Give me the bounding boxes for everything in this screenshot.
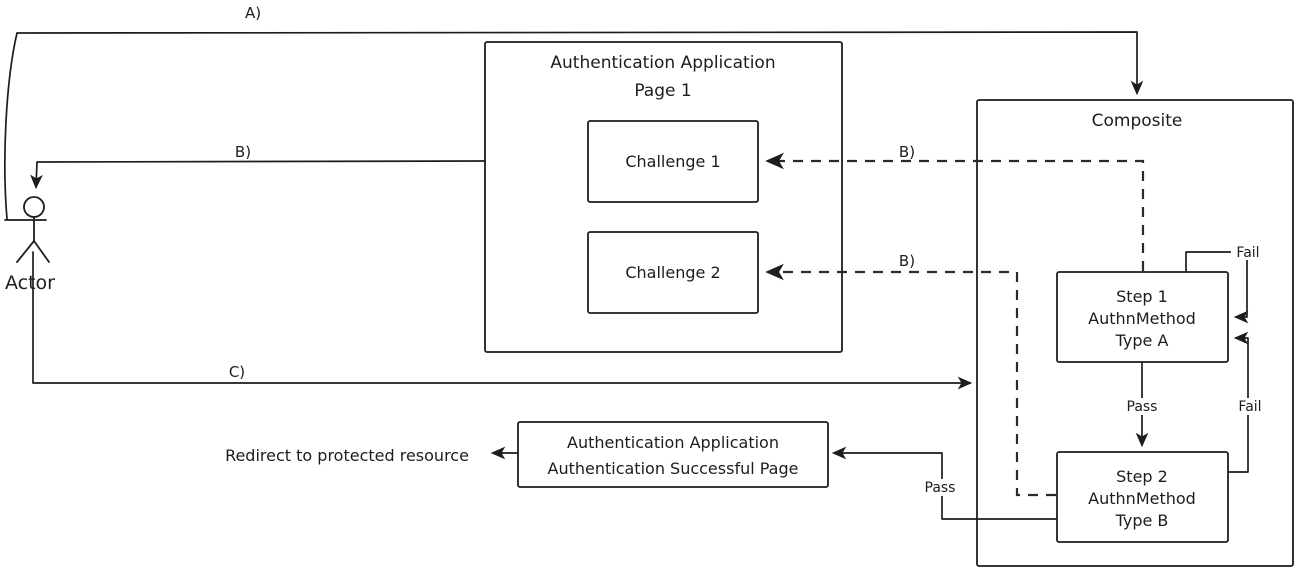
pass-steps-label: Pass [1127, 399, 1158, 415]
redirect-note: Redirect to protected resource [225, 446, 469, 465]
actor-head [23, 196, 45, 218]
step1-label-line3: Type A [1115, 331, 1169, 350]
step1-box [1056, 271, 1229, 363]
step2-label-line1: Step 2 [1116, 467, 1168, 486]
success-page-box [517, 421, 829, 488]
actor-leg-right [33, 240, 50, 263]
edge-a-label: A) [245, 4, 261, 22]
fail-right-label: Fail [1238, 399, 1261, 415]
edge-b-challenge1-label: B) [899, 143, 915, 161]
pass-success-label: Pass [925, 480, 956, 496]
edge-b-challenge1-dashed-arrow [765, 152, 1145, 271]
success-page-label-line2: Authentication Successful Page [548, 459, 799, 478]
actor-figure [4, 196, 50, 263]
edge-b-actor-label: B) [235, 143, 251, 161]
auth-page1-title-line1: Authentication Application [550, 53, 775, 73]
step2-label-line3: Type B [1115, 511, 1169, 530]
actor-label: Actor [5, 272, 55, 294]
auth-page1-title-line2: Page 1 [634, 81, 691, 101]
step2-label-line2: AuthnMethod [1088, 489, 1196, 508]
fail-top-label: Fail [1236, 245, 1259, 261]
fail-right-label-bg [1232, 398, 1267, 415]
edge-b-actor-arrow [30, 160, 486, 190]
step1-label-line2: AuthnMethod [1088, 309, 1196, 328]
success-page-label-line1: Authentication Application [567, 433, 779, 452]
edge-b-challenge2-dashed-arrow [765, 263, 1056, 497]
edge-c-label: C) [229, 363, 245, 381]
step2-box [1056, 451, 1229, 543]
pass-steps-label-bg [1120, 398, 1164, 415]
composite-label: Composite [1092, 111, 1183, 131]
fail-top-label-bg [1231, 244, 1265, 260]
pass-success-label-bg [918, 479, 962, 496]
actor-leg-left [16, 240, 35, 263]
challenge1-box [587, 120, 759, 203]
edge-c-arrow [32, 251, 973, 390]
edge-a-arrow [4, 31, 1144, 220]
challenge2-label: Challenge 2 [625, 263, 720, 282]
challenge2-box [587, 231, 759, 314]
challenge1-label: Challenge 1 [625, 152, 720, 171]
edge-b-challenge2-label: B) [899, 252, 915, 270]
step1-label-line1: Step 1 [1116, 287, 1168, 306]
